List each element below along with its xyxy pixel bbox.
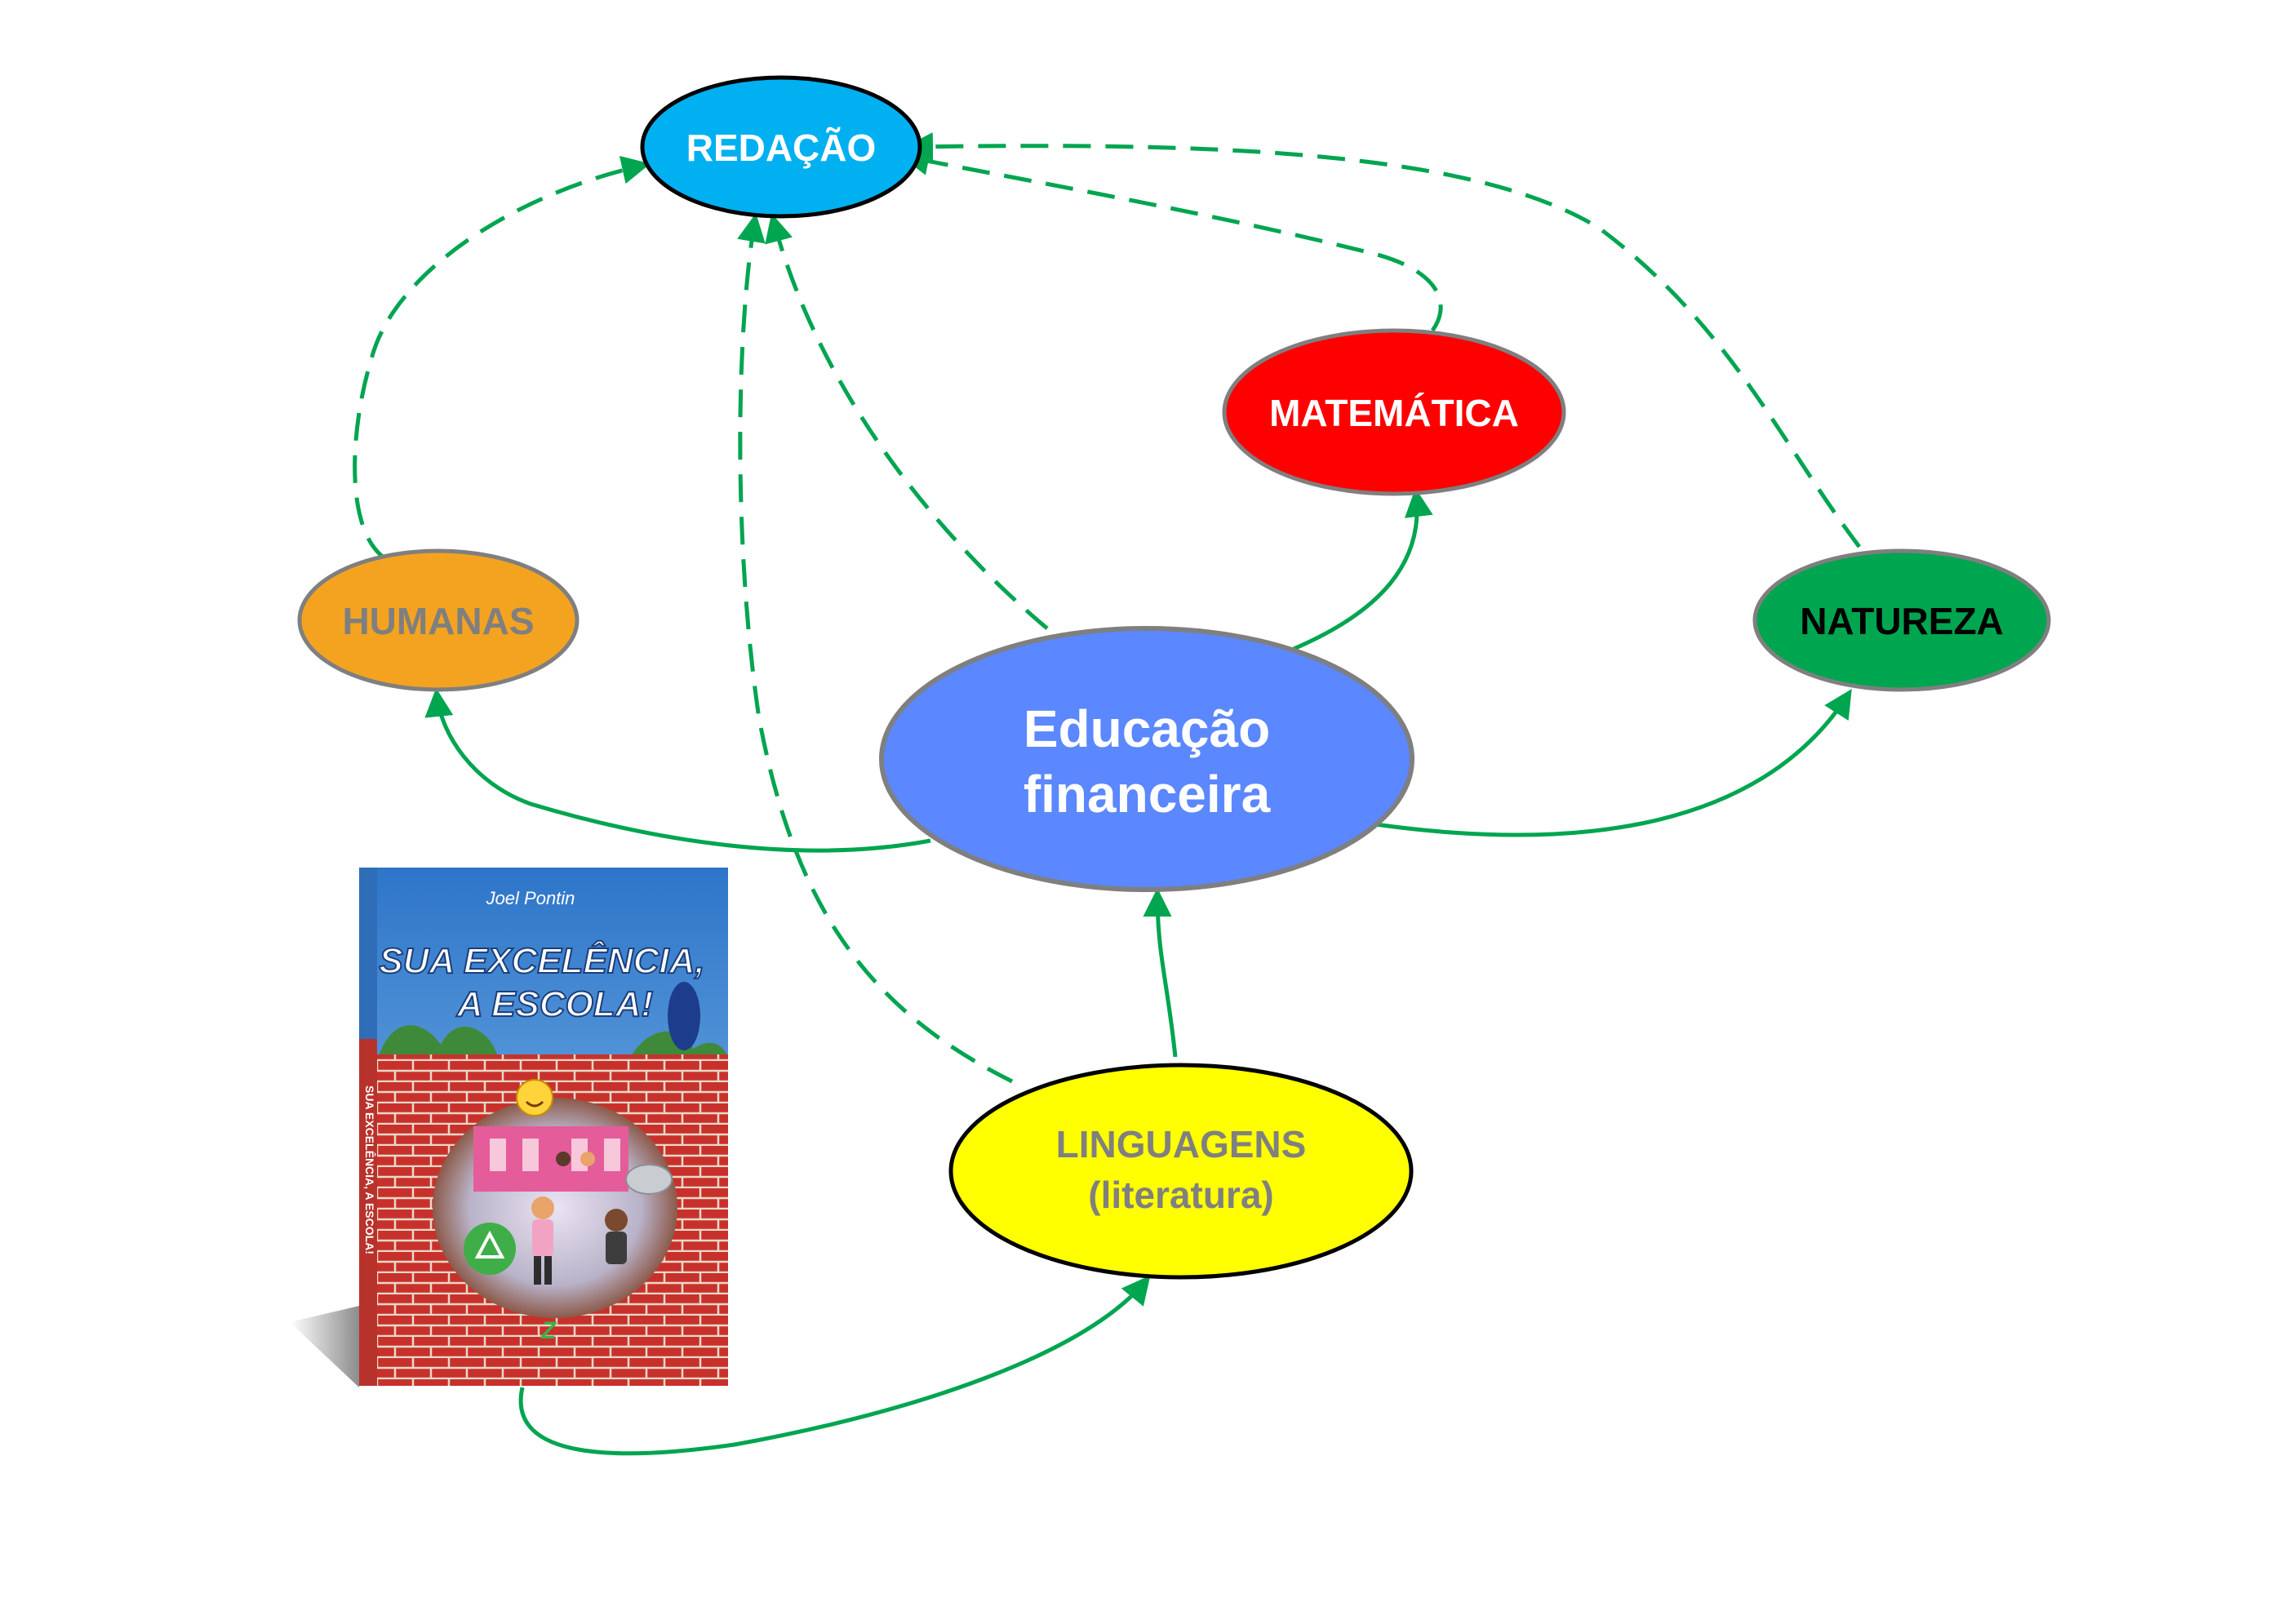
arrow-educacao-to-humanas bbox=[424, 688, 931, 853]
book-smiley-icon bbox=[516, 1079, 553, 1116]
arrow-linguagens-to-redacao bbox=[737, 213, 1014, 1084]
node-linguagens: LINGUAGENS (literatura) bbox=[948, 1063, 1414, 1280]
node-humanas: HUMANAS bbox=[297, 548, 580, 692]
node-educacao-financeira: Educação financeira bbox=[879, 626, 1414, 892]
book-children bbox=[531, 1152, 628, 1285]
educacao-ellipse bbox=[879, 626, 1414, 892]
matematica-label: MATEMÁTICA bbox=[1269, 392, 1519, 434]
educacao-label-line2: financeira bbox=[1024, 765, 1271, 823]
arrow-natureza-to-redacao bbox=[904, 132, 1861, 548]
arrow-humanas-to-redacao bbox=[353, 156, 651, 562]
arrow-book-to-linguagens bbox=[518, 1275, 1151, 1456]
arrow-educacao-to-redacao bbox=[765, 213, 1049, 630]
linguagens-label-line1: LINGUAGENS bbox=[1056, 1123, 1307, 1165]
arrows bbox=[353, 132, 1861, 1456]
linguagens-ellipse bbox=[948, 1063, 1414, 1280]
book-title-line1: SUA EXCELÊNCIA, bbox=[379, 940, 704, 981]
book-title-line2: A ESCOLA! bbox=[456, 984, 653, 1024]
book-recycle-icon bbox=[464, 1223, 516, 1275]
matematica-ellipse bbox=[1222, 328, 1566, 496]
redacao-label: REDAÇÃO bbox=[686, 127, 877, 169]
humanas-ellipse bbox=[297, 548, 580, 692]
node-redacao: REDAÇÃO bbox=[640, 75, 922, 219]
book-coin-icon bbox=[625, 1164, 673, 1195]
linguagens-label-line2: (literatura) bbox=[1088, 1174, 1273, 1216]
arrow-matematica-to-redacao bbox=[900, 147, 1443, 332]
arrow-educacao-to-matematica bbox=[1293, 488, 1433, 651]
book-shadow bbox=[290, 1306, 359, 1387]
arrow-linguagens-to-educacao bbox=[1143, 888, 1178, 1058]
redacao-ellipse bbox=[640, 75, 922, 219]
humanas-label: HUMANAS bbox=[342, 600, 534, 642]
book-trees bbox=[377, 1025, 498, 1061]
book-publisher-logo: Z bbox=[540, 1317, 557, 1344]
node-matematica: MATEMÁTICA bbox=[1222, 328, 1566, 496]
book-parrot-icon bbox=[668, 982, 700, 1050]
educacao-label-line1: Educação bbox=[1024, 699, 1270, 758]
arrow-educacao-to-natureza bbox=[1374, 689, 1852, 837]
natureza-ellipse bbox=[1752, 548, 2051, 692]
node-natureza: NATUREZA bbox=[1752, 548, 2051, 692]
book-spine-text: SUA EXCELÊNCIA, A ESCOLA! bbox=[363, 1085, 377, 1254]
natureza-label: NATUREZA bbox=[1800, 600, 2004, 642]
book-cover: SUA EXCELÊNCIA, A ESCOLA! bbox=[290, 868, 728, 1387]
book-author: Joel Pontin bbox=[486, 888, 575, 908]
